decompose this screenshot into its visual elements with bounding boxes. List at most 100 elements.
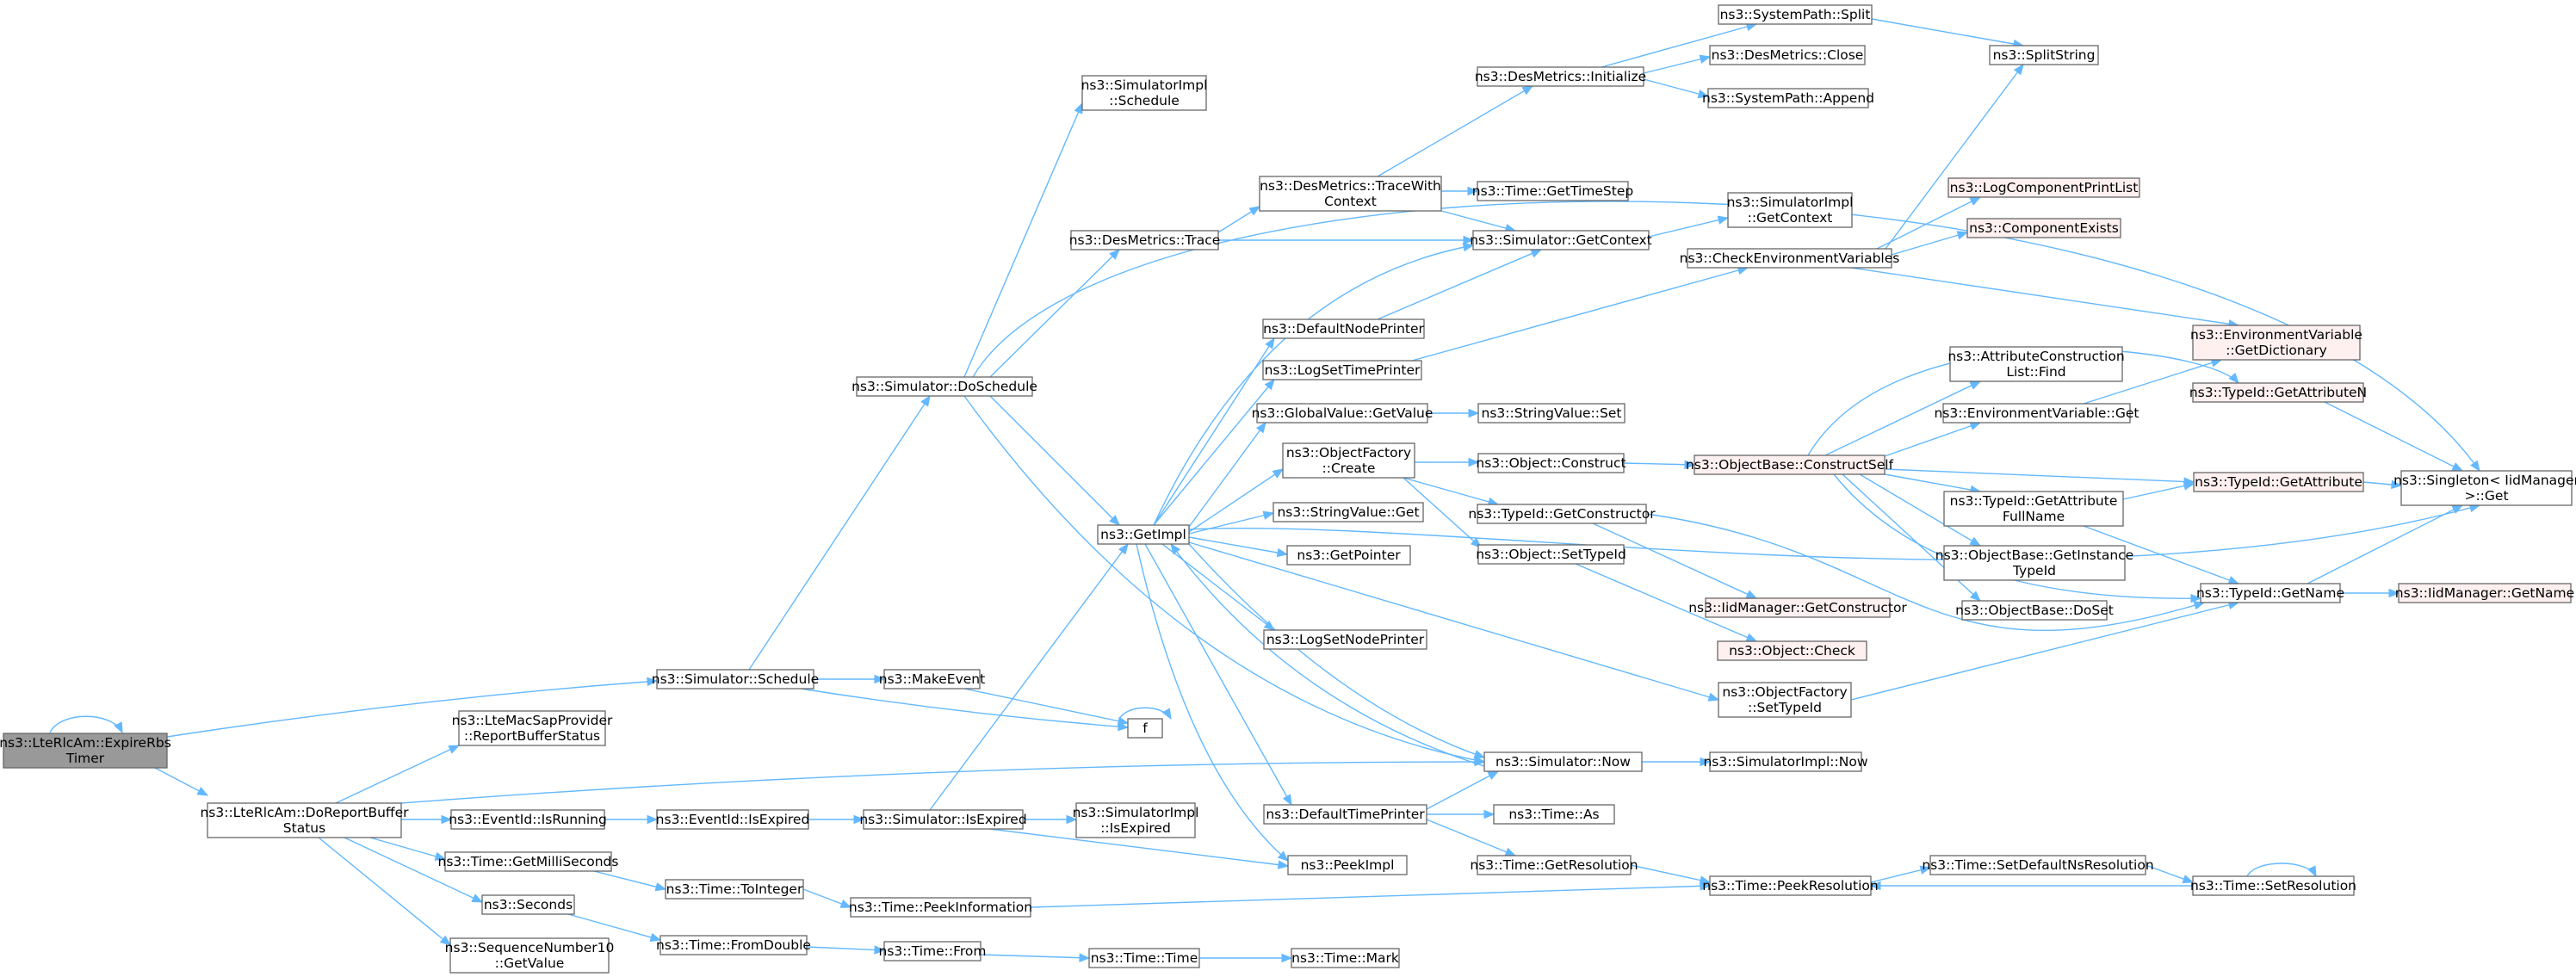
node-peekimpl[interactable]: ns3::PeekImpl (1287, 855, 1408, 875)
node-getpointer[interactable]: ns3::GetPointer (1286, 545, 1411, 566)
node-box[interactable] (1705, 597, 1891, 618)
node-typeid-getname[interactable]: ns3::TypeId::GetName (2196, 583, 2344, 603)
node-box[interactable] (1127, 718, 1163, 739)
node-time-timestep[interactable]: ns3::Time::GetTimeStep (1472, 181, 1633, 201)
node-box[interactable] (659, 935, 808, 955)
node-box[interactable] (450, 809, 605, 830)
node-box[interactable] (1477, 504, 1647, 524)
node-compexists[interactable]: ns3::ComponentExists (1966, 218, 2121, 238)
node-singleton[interactable]: ns3::Singleton< IidManager>::Get (2393, 470, 2576, 506)
node-box[interactable] (1929, 855, 2146, 875)
node-box[interactable] (1949, 346, 2123, 382)
node-box[interactable] (1718, 4, 1873, 25)
node-box[interactable] (1943, 545, 2126, 581)
node-time-mark[interactable]: ns3::Time::Mark (1291, 948, 1400, 968)
node-time-tointeger[interactable]: ns3::Time::ToInteger (665, 879, 804, 900)
node-sim-doschedule[interactable]: ns3::Simulator::DoSchedule (851, 376, 1037, 397)
node-objfactory-create[interactable]: ns3::ObjectFactory::Create (1282, 442, 1415, 479)
node-box[interactable] (1287, 855, 1408, 875)
node-syspath-split[interactable]: ns3::SystemPath::Split (1718, 4, 1873, 25)
node-box[interactable] (449, 937, 610, 974)
node-logsettimeprinter[interactable]: ns3::LogSetTimePrinter (1262, 360, 1422, 380)
node-box[interactable] (1263, 804, 1427, 825)
node-box[interactable] (1097, 524, 1190, 545)
node-box[interactable] (1966, 218, 2121, 238)
node-box[interactable] (1070, 230, 1219, 250)
node-box[interactable] (1943, 491, 2124, 527)
node-time-from[interactable]: ns3::Time::From (879, 941, 987, 962)
node-time-getms[interactable]: ns3::Time::GetMilliSeconds (438, 851, 619, 872)
node-box[interactable] (1286, 545, 1411, 566)
node-iidmgr-getname[interactable]: ns3::IidManager::GetName (2395, 583, 2574, 603)
node-box[interactable] (1709, 751, 1862, 772)
node-envvar-get[interactable]: ns3::EnvironmentVariable::Get (1934, 403, 2139, 424)
node-box[interactable] (1947, 177, 2140, 198)
node-getimpl[interactable]: ns3::GetImpl (1097, 524, 1190, 545)
node-box[interactable] (1472, 230, 1650, 250)
node-box[interactable] (850, 897, 1031, 918)
node-box[interactable] (1081, 75, 1207, 111)
node-box[interactable] (883, 941, 981, 962)
node-simimpl-schedule[interactable]: ns3::SimulatorImpl::Schedule (1081, 75, 1208, 111)
node-simimpl-isexpired[interactable]: ns3::SimulatorImpl::IsExpired (1073, 802, 1199, 838)
node-object-construct[interactable]: ns3::Object::Construct (1476, 453, 1626, 473)
node-box[interactable] (458, 710, 606, 746)
node-box[interactable] (1259, 176, 1442, 212)
node-syspath-append[interactable]: ns3::SystemPath::Append (1702, 88, 1874, 108)
node-box[interactable] (1477, 403, 1625, 424)
node-box[interactable] (1718, 682, 1852, 718)
node-time-peekinfo[interactable]: ns3::Time::PeekInformation (849, 897, 1032, 918)
node-box[interactable] (444, 851, 612, 872)
node-box[interactable] (856, 376, 1033, 397)
node-box[interactable] (656, 809, 809, 830)
node-box[interactable] (1727, 192, 1853, 228)
node-box[interactable] (2192, 325, 2361, 361)
node-object-check[interactable]: ns3::Object::Check (1717, 640, 1867, 661)
node-objbase-constructself[interactable]: ns3::ObjectBase::ConstructSelf (1686, 454, 1894, 475)
node-box[interactable] (1256, 403, 1428, 424)
node-defaulttimeprinter[interactable]: ns3::DefaultTimePrinter (1263, 804, 1427, 825)
node-box[interactable] (665, 879, 804, 900)
node-object-settypeid[interactable]: ns3::Object::SetTypeId (1476, 544, 1626, 565)
node-time-getres[interactable]: ns3::Time::GetResolution (1470, 855, 1638, 875)
node-lte-mac-sap[interactable]: ns3::LteMacSapProvider::ReportBufferStat… (452, 710, 613, 746)
node-box[interactable] (1694, 454, 1886, 475)
node-box[interactable] (1493, 804, 1615, 825)
node-box[interactable] (2192, 875, 2355, 896)
node-box[interactable] (1088, 948, 1200, 968)
node-logcomp[interactable]: ns3::LogComponentPrintList (1947, 177, 2140, 198)
node-box[interactable] (2400, 470, 2573, 506)
node-simimpl-getcontext[interactable]: ns3::SimulatorImpl::GetContext (1727, 192, 1854, 228)
node-box[interactable] (1477, 855, 1632, 875)
node-sim-now[interactable]: ns3::Simulator::Now (1483, 751, 1643, 772)
node-envvar-dict[interactable]: ns3::EnvironmentVariable::GetDictionary (2190, 325, 2362, 361)
node-box[interactable] (2398, 583, 2572, 603)
node-time-fromdouble[interactable]: ns3::Time::FromDouble (656, 935, 811, 955)
node-iidmgr-getctor[interactable]: ns3::IidManager::GetConstructor (1688, 597, 1907, 618)
node-box[interactable] (481, 894, 575, 915)
node-typeid-getattr[interactable]: ns3::TypeId::GetAttribute (2193, 472, 2364, 492)
node-stringvalue-set[interactable]: ns3::StringValue::Set (1477, 403, 1625, 424)
node-box[interactable] (1273, 502, 1424, 523)
node-box[interactable] (2193, 472, 2364, 492)
node-box[interactable] (1942, 403, 2131, 424)
node-box[interactable] (1687, 248, 1892, 269)
node-time-time[interactable]: ns3::Time::Time (1088, 948, 1200, 968)
node-box[interactable] (883, 669, 981, 689)
node-box[interactable] (863, 809, 1024, 830)
node-box[interactable] (1483, 751, 1643, 772)
node-box[interactable] (1989, 45, 2099, 65)
node-splitstring[interactable]: ns3::SplitString (1989, 45, 2099, 65)
node-box[interactable] (1075, 802, 1196, 838)
node-box[interactable] (1262, 318, 1425, 339)
node-make-event[interactable]: ns3::MakeEvent (879, 669, 985, 689)
node-box[interactable] (1707, 88, 1869, 108)
node-typeid-attrn[interactable]: ns3::TypeId::GetAttributeN (2189, 382, 2367, 403)
node-defaultnodeprinter[interactable]: ns3::DefaultNodePrinter (1262, 318, 1425, 339)
